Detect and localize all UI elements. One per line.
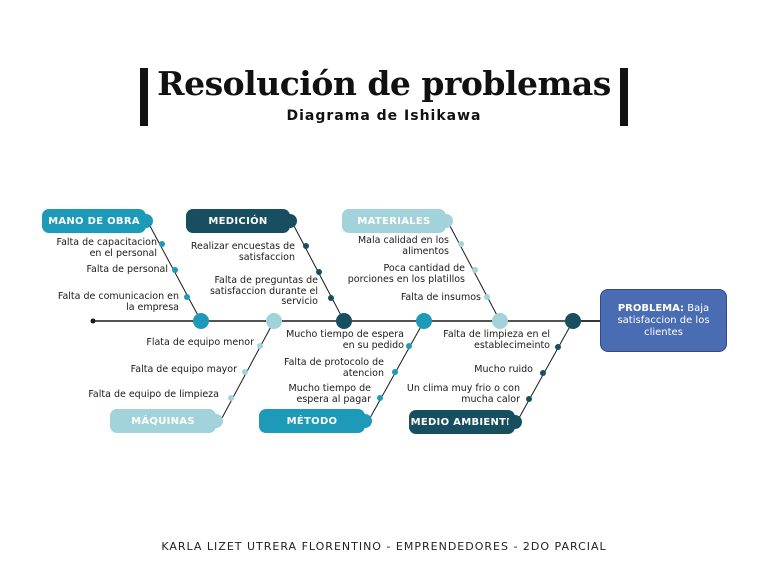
category-maquinas: MÁQUINAS (110, 409, 223, 433)
rib-maquinas (221, 320, 275, 419)
cause-dot (392, 369, 398, 375)
junction-metodo (416, 313, 432, 329)
cause-dot (257, 343, 263, 349)
category-metodo: MÉTODO (259, 409, 372, 433)
cause-dot (555, 344, 561, 350)
category-medio-ambiente: MEDIO AMBIENTE (409, 410, 522, 434)
cause-dot (159, 241, 165, 247)
cause-dot (184, 294, 190, 300)
category-mano-de-obra: MANO DE OBRA (42, 209, 153, 233)
cause-dot (458, 241, 464, 247)
cause-dot (472, 267, 478, 273)
cause-dot (172, 267, 178, 273)
title-bar-left (140, 68, 148, 126)
cause-label: Mucho ruido (474, 364, 533, 375)
rib-mano-de-obra (149, 225, 202, 322)
cause-dot (316, 269, 322, 275)
rib-medio-ambiente (518, 320, 574, 419)
cause-dot (242, 369, 248, 375)
problem-label: PROBLEMA: (617, 302, 685, 314)
cause-label: Falta de equipo de limpieza (88, 389, 219, 400)
rib-materiales (449, 225, 501, 322)
junction-mano-de-obra (193, 313, 209, 329)
page-subtitle: Diagrama de Ishikawa (286, 108, 482, 124)
cause-dot (484, 294, 490, 300)
problem-box: PROBLEMA: Baja satisfaccion de los clien… (600, 289, 727, 352)
title-bar-right (620, 68, 628, 126)
footer-credit: KARLA LIZET UTRERA FLORENTINO - EMPRENDE… (161, 540, 607, 553)
cause-dot (303, 243, 309, 249)
cause-dot (377, 395, 383, 401)
cause-dot (406, 343, 412, 349)
cause-label: Flata de equipo menor (146, 337, 254, 348)
junction-materiales (492, 313, 508, 329)
cause-dot (328, 295, 334, 301)
problem-text: Baja satisfaccion de los clientes (617, 302, 710, 338)
page-title: Resolución de problemas (157, 64, 611, 103)
cause-dot (228, 395, 234, 401)
junction-medio-ambiente (565, 313, 581, 329)
spine-tail-dot (90, 318, 96, 324)
category-medicion: MEDICIÓN (186, 209, 297, 233)
cause-label: Falta de insumos (400, 292, 481, 303)
rib-metodo (369, 320, 425, 419)
category-materiales: MATERIALES (342, 209, 453, 233)
junction-maquinas (266, 313, 282, 329)
cause-label: Falta de equipo mayor (130, 364, 237, 375)
cause-dot (540, 370, 546, 376)
cause-label: Falta de personal (86, 264, 168, 275)
cause-dot (526, 396, 532, 402)
junction-medicion (336, 313, 352, 329)
